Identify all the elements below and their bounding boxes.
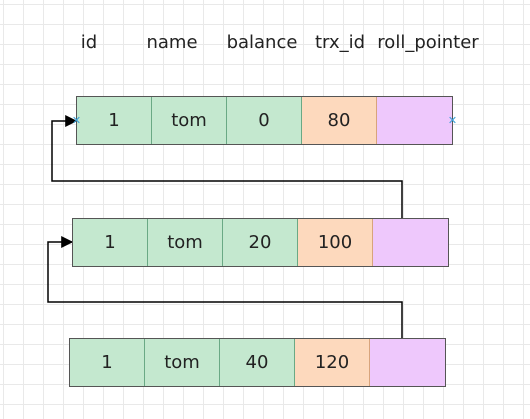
header-trx-id: trx_id xyxy=(314,32,366,53)
connector-row2-to-row1[interactable] xyxy=(51,115,403,218)
header-balance: balance xyxy=(226,32,298,53)
cell-trx-id: 80 xyxy=(302,97,377,144)
cell-name: tom xyxy=(152,97,227,144)
version-row-2[interactable]: 1 tom 20 100 xyxy=(72,218,449,267)
cell-roll-pointer xyxy=(370,339,445,386)
cell-trx-id: 100 xyxy=(298,219,373,266)
cell-roll-pointer xyxy=(377,97,452,144)
cell-trx-id: 120 xyxy=(295,339,370,386)
connector-row3-to-row2[interactable] xyxy=(47,236,403,338)
cell-balance: 40 xyxy=(220,339,295,386)
header-name: name xyxy=(146,32,198,53)
cell-id: 1 xyxy=(70,339,145,386)
version-row-1[interactable]: 1 tom 0 80 xyxy=(76,96,453,145)
cell-id: 1 xyxy=(77,97,152,144)
connection-point-right-icon[interactable]: ✕ xyxy=(447,114,458,127)
header-id: id xyxy=(80,32,98,53)
connection-point-left-icon[interactable]: ✕ xyxy=(71,114,82,127)
cell-id: 1 xyxy=(73,219,148,266)
version-row-3[interactable]: 1 tom 40 120 xyxy=(69,338,446,387)
cell-name: tom xyxy=(148,219,223,266)
cell-name: tom xyxy=(145,339,220,386)
cell-balance: 0 xyxy=(227,97,302,144)
cell-roll-pointer xyxy=(373,219,448,266)
header-roll-pointer: roll_pointer xyxy=(377,32,479,53)
cell-balance: 20 xyxy=(223,219,298,266)
